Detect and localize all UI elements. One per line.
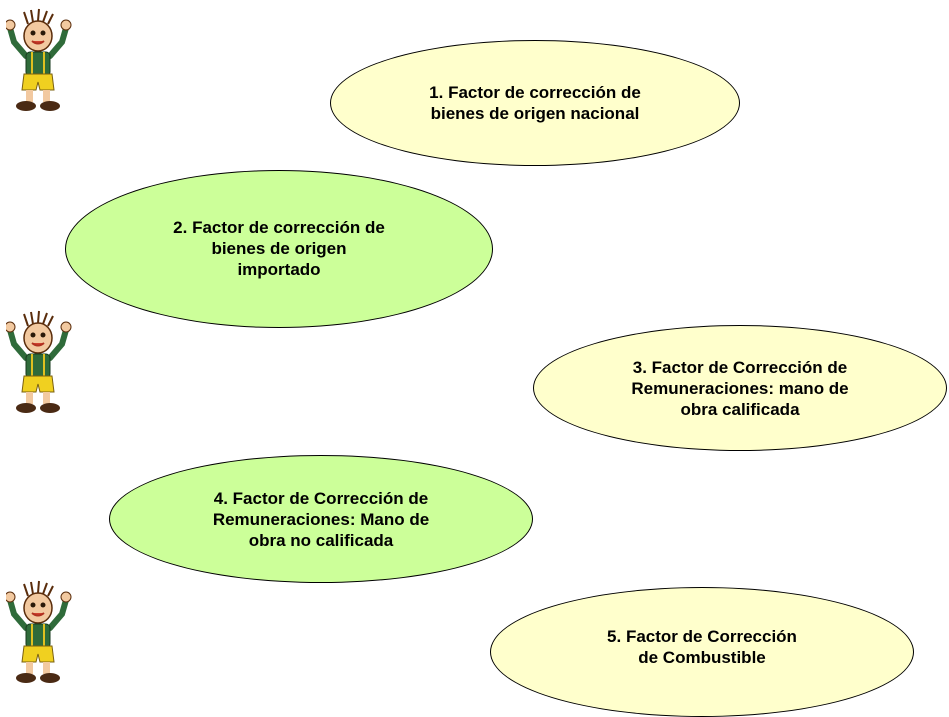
oval-3-label: 3. Factor de Corrección de Remuneracione…: [631, 357, 849, 419]
oval-5-label: 5. Factor de Corrección de Combustible: [607, 627, 797, 667]
waving-boy-icon: [6, 580, 78, 688]
waving-boy-icon: [6, 310, 78, 418]
oval-3-mano-obra-calificada: 3. Factor de Corrección de Remuneracione…: [533, 325, 947, 451]
oval-2-bienes-importado: 2. Factor de corrección de bienes de ori…: [65, 170, 493, 328]
oval-1-bienes-nacional: 1. Factor de corrección de bienes de ori…: [330, 40, 740, 166]
oval-5-combustible: 5. Factor de Corrección de Combustible: [490, 587, 914, 717]
oval-1-label: 1. Factor de corrección de bienes de ori…: [429, 83, 641, 123]
waving-boy-icon: [6, 8, 78, 116]
oval-4-mano-obra-no-calificada: 4. Factor de Corrección de Remuneracione…: [109, 455, 533, 583]
oval-4-label: 4. Factor de Corrección de Remuneracione…: [212, 488, 430, 550]
oval-2-label: 2. Factor de corrección de bienes de ori…: [173, 218, 385, 279]
